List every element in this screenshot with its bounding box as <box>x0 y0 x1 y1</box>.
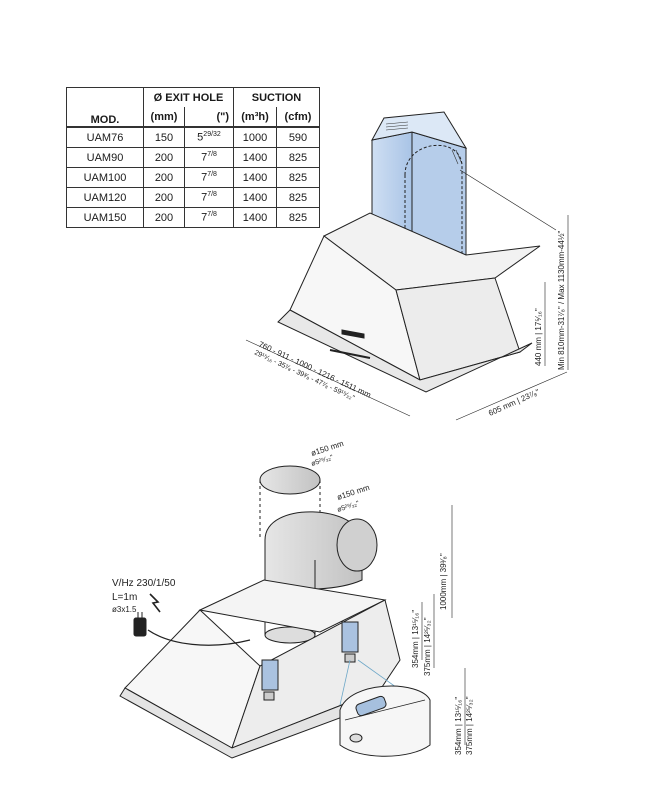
detail-zoom-lines <box>339 659 401 706</box>
bracket-screw <box>344 653 356 663</box>
detail-375-label: 375mm | 14²⁵⁄₃₂" <box>465 696 474 755</box>
inch-whole: 7 <box>201 191 208 204</box>
height-label: 440 mm | 17⁵⁄₁₆" <box>534 308 543 366</box>
inch-fraction: 29/32 <box>203 131 221 139</box>
hood-rim <box>277 309 533 393</box>
cell-cfm: 825 <box>276 167 320 188</box>
cell-m3h: 1400 <box>233 207 277 228</box>
plug-icon <box>133 612 147 637</box>
cable-length-label: L=1m <box>112 592 137 603</box>
bracket-screw <box>263 691 275 701</box>
brand-plate-icon <box>341 329 365 339</box>
detail-bracket <box>355 695 387 717</box>
inch-whole: 5 <box>197 131 204 144</box>
left-bracket <box>261 659 279 691</box>
cell-cfm: 825 <box>276 207 320 228</box>
depth-label: 605 mm | 23⁷⁄₈" <box>487 387 541 418</box>
right-bracket <box>341 621 359 653</box>
cell-mm: 200 <box>143 207 185 228</box>
inch-fraction: 7/8 <box>207 211 217 219</box>
detail-view <box>339 685 431 757</box>
table-subheader-row: (mm) (") (m³h) (cfm) <box>67 107 320 128</box>
cell-m3h: 1400 <box>233 187 277 208</box>
chimney-top <box>371 111 468 149</box>
cell-mm: 150 <box>143 126 185 148</box>
side-duct-opening <box>336 518 378 572</box>
side-duct-mm-label: ø150 mm <box>336 483 371 502</box>
lightning-icon <box>149 593 161 613</box>
cell-inch: 77/8 <box>184 207 234 228</box>
col-suction-m3h: (m³h) <box>233 107 277 128</box>
table-row: UAM100 200 77/8 1400 825 <box>66 167 320 188</box>
col-suction-cfm: (cfm) <box>276 107 320 128</box>
detail-354-label: 354mm | 13¹⁵⁄₁₆" <box>454 697 463 755</box>
width-dim-line <box>245 339 411 417</box>
inch-whole: 7 <box>201 211 208 224</box>
inch-whole: 7 <box>201 171 208 184</box>
bottom-hood-drawing <box>119 465 466 759</box>
cell-model: UAM100 <box>66 167 144 188</box>
col-exit-header: Ø EXIT HOLE <box>143 87 234 107</box>
detail-screw <box>349 733 363 743</box>
dim-375-label: 375mm | 14²⁵⁄₃₂" <box>423 617 432 676</box>
inch-fraction: 7/8 <box>207 171 217 179</box>
cable-section-label: ø3x1.5 <box>112 605 137 614</box>
col-suction-header: SUCTION <box>233 87 320 107</box>
cell-model: UAM120 <box>66 187 144 208</box>
inch-whole: 7 <box>201 151 208 164</box>
cell-model: UAM90 <box>66 147 144 168</box>
power-label: V/Hz 230/1/50 <box>112 578 176 589</box>
table-row: UAM150 200 77/8 1400 825 <box>66 207 320 228</box>
dim-354-label: 354mm | 13¹⁵⁄₁₆" <box>411 610 420 668</box>
dim-1000-label: 1000mm | 39³⁄₈" <box>439 553 448 610</box>
duct-leader-line <box>459 169 557 231</box>
power-cable <box>147 629 251 646</box>
cell-model: UAM150 <box>66 207 144 228</box>
spec-table: MOD. Ø EXIT HOLE SUCTION (mm) (") (m³h) … <box>66 87 320 228</box>
depth-dim-line <box>455 371 568 421</box>
table-row: UAM90 200 77/8 1400 825 <box>66 147 320 168</box>
top-duct-opening <box>259 465 321 495</box>
inch-fraction: 7/8 <box>207 191 217 199</box>
col-exit-in: (") <box>184 107 234 128</box>
side-duct-in-label: ø5²⁹⁄₃₂" <box>336 500 360 514</box>
filter-handle <box>329 349 371 359</box>
table-header-row: MOD. Ø EXIT HOLE SUCTION <box>66 87 320 128</box>
col-model-header: MOD. <box>66 87 144 128</box>
top-hood-drawing <box>245 111 569 421</box>
table-row: UAM120 200 77/8 1400 825 <box>66 187 320 208</box>
inch-fraction: 7/8 <box>207 151 217 159</box>
total-height-label: Min 810mm-31⁷⁄₈" / Max 1130mm-44½" <box>557 230 566 370</box>
